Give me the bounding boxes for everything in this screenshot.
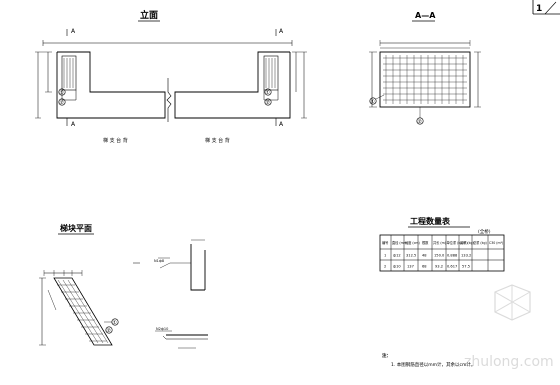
watermark-text: zhulong.com — [464, 354, 554, 370]
callout-circle — [264, 88, 272, 96]
callout-circle — [369, 97, 377, 105]
table-header: 直径 (mm) — [392, 240, 408, 245]
table-cell: ф12 — [393, 254, 401, 258]
step-block-outline — [53, 277, 113, 346]
table-header: 根数 — [422, 240, 429, 245]
quantity-table: 工程数量表 (全桥) 编号 直径 (mm) 长度 (cm) 根数 共长 (m) … — [379, 216, 505, 272]
rebar-cage-right — [263, 55, 279, 101]
rebar-mesh — [383, 55, 467, 104]
elevation-caption-left: 梯 支 台 背 — [103, 137, 128, 144]
table-header: 共长 (m) — [433, 240, 446, 245]
table-unit-note: (全桥) — [478, 228, 491, 235]
callout-label: ① — [113, 320, 118, 326]
sheet-number-tab: 1 — [532, 0, 560, 15]
callout-label: ② — [107, 328, 112, 334]
abutment-outline — [174, 51, 291, 119]
section-mark-a: A — [71, 121, 76, 128]
elevation-view: 立面 A A A A — [35, 9, 307, 144]
callout-label: ② — [418, 119, 423, 125]
callout-label: ① — [60, 90, 65, 96]
table-header: 单位重 (kg/m) — [447, 240, 468, 245]
table-cell: 137 — [407, 265, 414, 269]
section-a-a-view: A—A — [369, 11, 481, 125]
notes: 注： 1. 本图钢筋直径以mm计，其余以cm计。 — [382, 352, 475, 368]
bar-label: N1ф8 — [154, 259, 164, 263]
table-header: 编号 — [382, 240, 388, 245]
section-mark-a: A — [279, 28, 284, 35]
table-cell: 0.888 — [447, 254, 458, 258]
table-title: 工程数量表 — [410, 216, 451, 226]
table-cell: ф10 — [393, 265, 401, 269]
bar-label: N2ф10 — [156, 327, 168, 331]
table-header: 长度 (cm) — [405, 240, 420, 245]
table-cell: 133.2 — [461, 254, 471, 258]
table-cell: 150.0 — [434, 254, 445, 258]
callout-circle — [264, 98, 272, 106]
plan-view: 梯块平面 ① ② — [39, 223, 119, 346]
callout-circle — [58, 98, 66, 106]
rebar-cage-left — [61, 55, 77, 101]
table-cell: 1 — [384, 254, 386, 258]
plan-title: 梯块平面 — [60, 223, 92, 233]
rebar-shape — [190, 244, 205, 291]
callout-circle — [416, 117, 424, 125]
section-title: A—A — [415, 11, 436, 20]
section-mark-a: A — [71, 28, 76, 35]
table-cell: 0.617 — [447, 265, 457, 269]
table-header: 总重 (kg) — [473, 240, 487, 245]
table-cell: 57.5 — [462, 265, 470, 269]
callout-label: ① — [371, 99, 376, 105]
table-header: 共重 (kg) — [460, 240, 474, 245]
callout-circle — [111, 318, 119, 326]
step-rebars — [57, 279, 109, 344]
callout-label: ① — [266, 90, 271, 96]
table-cell: 93.2 — [435, 265, 443, 269]
callout-circle — [105, 326, 113, 334]
notes-label: 注： — [382, 352, 391, 359]
section-mark-a: A — [279, 121, 284, 128]
elevation-caption-right: 梯 支 台 背 — [205, 137, 230, 144]
watermark: zhulong.com — [464, 284, 554, 370]
break-line — [166, 78, 172, 122]
table-cell: 312.5 — [406, 254, 416, 258]
table-cell: 68 — [422, 265, 427, 269]
callout-label: ② — [60, 100, 65, 106]
callout-circle — [58, 88, 66, 96]
notes-line: 1. 本图钢筋直径以mm计，其余以cm计。 — [391, 361, 475, 368]
table-header: C30 (m³) — [489, 241, 503, 245]
section-outline — [379, 51, 471, 108]
table-cell: 48 — [422, 254, 427, 258]
table-cell: 2 — [384, 265, 386, 269]
sheet-number: 1 — [536, 4, 542, 14]
elevation-title: 立面 — [140, 9, 158, 21]
callout-label: ② — [266, 100, 271, 106]
bar-detail: N1ф8 N2ф10 — [133, 239, 208, 349]
